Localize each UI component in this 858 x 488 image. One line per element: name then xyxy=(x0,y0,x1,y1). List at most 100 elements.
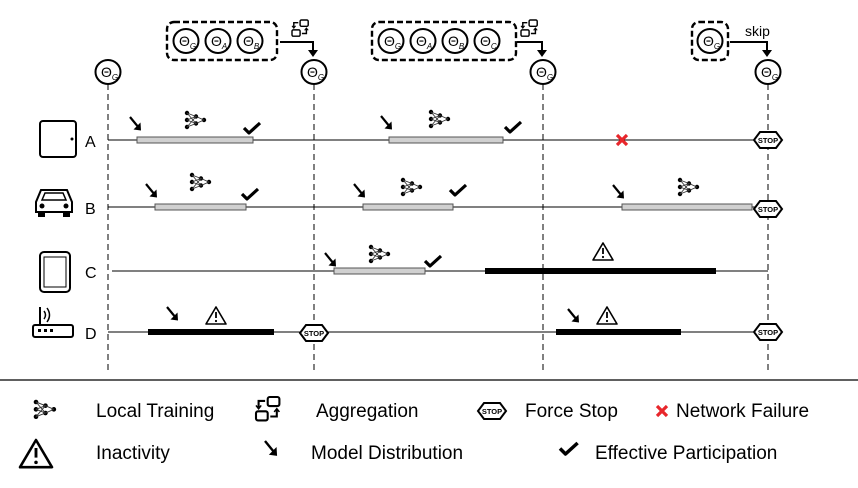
theta-letter: Θ xyxy=(384,33,395,49)
legend-model-distribution: Model Distribution xyxy=(311,443,463,464)
inactivity-icon xyxy=(596,306,618,325)
global-model-theta: ΘG xyxy=(754,59,782,85)
theta-subscript: B xyxy=(254,42,260,51)
local-training-bar xyxy=(333,267,426,275)
model-distribution-icon xyxy=(379,114,394,131)
force-stop-icon: STOP xyxy=(752,323,784,341)
theta-circle xyxy=(441,28,469,54)
theta-circle xyxy=(236,28,264,54)
theta-subscript: G xyxy=(714,42,720,51)
theta-circle xyxy=(94,59,122,85)
local-training-bar xyxy=(154,203,247,211)
stop-label: STOP xyxy=(758,136,778,145)
theta-letter: Θ xyxy=(101,64,112,80)
phone-icon xyxy=(39,251,71,293)
inactivity-bar xyxy=(148,329,274,335)
device-label: B xyxy=(85,201,96,218)
legend-force-stop: Force Stop xyxy=(525,401,618,422)
client-model-theta: ΘG xyxy=(377,28,405,54)
theta-subscript: A xyxy=(426,42,432,51)
local-training-icon xyxy=(400,177,423,197)
aggregation-icon xyxy=(520,19,538,37)
aggregation-icon xyxy=(291,19,309,37)
legend-effective-participation: Effective Participation xyxy=(595,443,777,464)
force-stop-icon: STOP xyxy=(476,402,508,420)
aggregation-group-box: ΘG xyxy=(690,20,730,62)
theta-circle xyxy=(473,28,501,54)
theta-subscript: A xyxy=(221,42,227,51)
global-model-theta: ΘG xyxy=(529,59,557,85)
stop-octagon xyxy=(752,323,784,341)
aggregation-arrow xyxy=(730,41,768,52)
car-icon xyxy=(35,189,73,217)
theta-letter: Θ xyxy=(243,33,254,49)
stop-label: STOP xyxy=(304,329,324,338)
stop-label: STOP xyxy=(758,328,778,337)
local-training-icon xyxy=(184,110,207,130)
stop-octagon xyxy=(476,402,508,420)
theta-symbol: ΘG xyxy=(703,33,720,51)
theta-letter: Θ xyxy=(307,64,318,80)
theta-letter: Θ xyxy=(480,33,491,49)
force-stop-icon: STOP xyxy=(752,131,784,149)
local-training-bar xyxy=(621,203,753,211)
aggregation-arrow-head xyxy=(537,50,547,57)
local-training-bar xyxy=(362,203,454,211)
effective-participation-icon xyxy=(503,120,523,134)
model-distribution-icon xyxy=(263,439,279,458)
theta-symbol: ΘG xyxy=(384,33,401,51)
theta-symbol: ΘG xyxy=(101,64,118,82)
inactivity-bar xyxy=(485,268,716,274)
local-training-icon xyxy=(368,244,391,264)
theta-subscript: G xyxy=(190,42,196,51)
effective-participation-icon xyxy=(448,183,468,197)
model-distribution-icon xyxy=(165,305,180,322)
model-distribution-icon xyxy=(611,183,626,200)
theta-subscript: G xyxy=(112,73,118,82)
client-model-theta: ΘB xyxy=(441,28,469,54)
theta-letter: Θ xyxy=(211,33,222,49)
local-training-icon xyxy=(33,399,57,420)
theta-symbol: ΘB xyxy=(448,33,465,51)
theta-letter: Θ xyxy=(416,33,427,49)
device-label: C xyxy=(85,265,97,282)
aggregation-arrow-head xyxy=(308,50,318,57)
legend-local-training: Local Training xyxy=(96,401,214,422)
force-stop-icon: STOP xyxy=(752,200,784,218)
inactivity-bar xyxy=(556,329,681,335)
client-model-theta: ΘB xyxy=(236,28,264,54)
theta-circle xyxy=(754,59,782,85)
global-model-theta: ΘG xyxy=(94,59,122,85)
model-distribution-icon xyxy=(128,115,143,132)
global-model-theta: ΘG xyxy=(300,59,328,85)
aggregation-arrow-head xyxy=(762,50,772,57)
legend-network-failure: Network Failure xyxy=(676,401,809,422)
skip-label: skip xyxy=(745,23,770,39)
theta-letter: Θ xyxy=(703,33,714,49)
model-distribution-icon xyxy=(352,182,367,199)
effective-participation-icon xyxy=(240,187,260,201)
stop-octagon xyxy=(752,200,784,218)
effective-participation-icon xyxy=(242,121,262,135)
local-training-icon xyxy=(189,172,212,192)
theta-symbol: ΘG xyxy=(761,64,778,82)
client-model-theta: ΘA xyxy=(409,28,437,54)
theta-symbol: ΘA xyxy=(211,33,227,51)
local-training-icon xyxy=(677,177,700,197)
local-training-bar xyxy=(388,136,504,144)
aggregation-arrow xyxy=(280,41,314,52)
theta-circle xyxy=(696,28,724,54)
local-training-icon xyxy=(428,109,451,129)
theta-circle xyxy=(409,28,437,54)
theta-subscript: G xyxy=(772,73,778,82)
client-model-theta: ΘG xyxy=(696,28,724,54)
theta-symbol: ΘB xyxy=(243,33,260,51)
network-failure-icon xyxy=(615,133,629,147)
legend-inactivity: Inactivity xyxy=(96,443,170,464)
theta-subscript: C xyxy=(491,42,497,51)
theta-letter: Θ xyxy=(536,64,547,80)
stop-octagon xyxy=(298,324,330,342)
model-distribution-icon xyxy=(144,182,159,199)
